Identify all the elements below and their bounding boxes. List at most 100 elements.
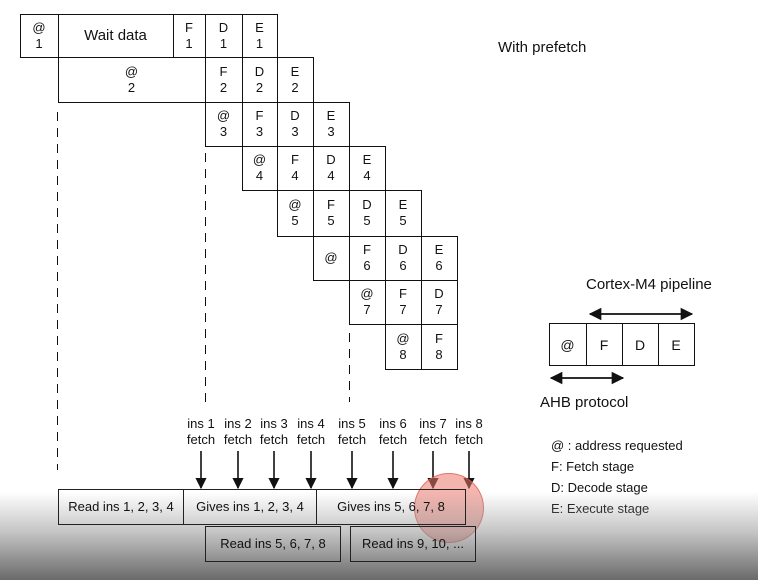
pipeline-cell-index: 1 [185, 35, 193, 51]
mini-pipeline-cell-1: @ [560, 336, 575, 353]
pipeline-cell-stage: D [218, 19, 229, 35]
pipeline-cell-index: 3 [219, 124, 228, 139]
pipeline-cell-stage: @ [396, 330, 410, 346]
pipeline-cell-index: 4 [327, 168, 335, 183]
pipeline-cell-index: 2 [291, 79, 299, 95]
pipeline-cell-stage: E [398, 197, 408, 212]
pipeline-cell-stage: @ [288, 197, 302, 212]
pipeline-cell-stage: F [363, 242, 371, 257]
legend-item-4: E: Execute stage [551, 501, 650, 516]
pipeline-cell-3-1: @3 [205, 102, 242, 146]
pipeline-cell-8-1: @8 [385, 324, 421, 369]
pipeline-cell-stage: @ [324, 250, 338, 265]
ins-fetch-word: fetch [296, 432, 326, 447]
ins-fetch-word: fetch [337, 432, 367, 447]
legend-item-2: F: Fetch stage [551, 459, 635, 474]
pipeline-cell-stage: F [327, 197, 335, 212]
ins-fetch-word: fetch [186, 432, 216, 447]
pipeline-cell-index: 7 [363, 302, 371, 317]
pipeline-cell-index: 4 [363, 168, 371, 183]
pipeline-cell-stage: @ [216, 108, 231, 123]
pipeline-cell-stage: @ [252, 152, 267, 167]
pipeline-cell-index: 4 [291, 168, 299, 183]
pipeline-cell-index: 7 [399, 302, 407, 317]
pipeline-cell-index: 4 [255, 168, 264, 183]
pipeline-cell-6-1: @ [313, 236, 349, 280]
pipeline-cell-stage: F [399, 286, 407, 301]
pipeline-cell-index: 5 [327, 213, 335, 228]
pipeline-cell-index: 3 [291, 124, 299, 139]
pipeline-cell-stage: D [362, 197, 372, 212]
ins-number: ins 4 [297, 416, 325, 431]
timeline-bottom-box-1: Read ins 5, 6, 7, 8 [205, 526, 341, 562]
ins-number: ins 2 [224, 416, 252, 431]
mini-pipeline-cell-3: D [634, 336, 646, 353]
pipeline-cell-index: 6 [363, 258, 371, 273]
pipeline-cell-5-1: @5 [277, 190, 313, 236]
pipeline-cell-stage: F [255, 108, 264, 123]
legend-item-1: @ : address requested [551, 438, 683, 453]
pipeline-cell-stage: F [435, 330, 443, 346]
pipeline-cell-stage: D [398, 242, 408, 257]
pipeline-cell-1-2: Wait data [58, 14, 173, 57]
ins-number: ins 5 [338, 416, 366, 431]
ins-number: ins 1 [187, 416, 215, 431]
pipeline-cell-2-1: @2 [58, 57, 205, 102]
pipeline-cell-index: 3 [327, 124, 335, 139]
ins-number: ins 3 [260, 416, 288, 431]
pipeline-cell-index: 1 [255, 35, 264, 51]
pipeline-cell-index: 7 [435, 302, 443, 317]
ins-number: ins 8 [455, 416, 483, 431]
timeline-top-box-3: Gives ins 5, 6, 7, 8 [316, 489, 466, 525]
pipeline-cell-stage: E [434, 242, 444, 257]
pipeline-cell-7-1: @7 [349, 280, 385, 324]
ins-fetch-word: fetch [454, 432, 484, 447]
ins-fetch-word: fetch [259, 432, 289, 447]
pipeline-cell-stage: F [185, 19, 193, 35]
ins-number: ins 6 [379, 416, 407, 431]
pipeline-cell-index: 1 [35, 35, 43, 51]
pipeline-cell-index: 3 [255, 124, 264, 139]
pipeline-cell-stage: E [290, 63, 300, 79]
pipeline-cell-stage: D [254, 63, 265, 79]
pipeline-cell-stage: @ [32, 19, 46, 35]
pipeline-cell-stage: @ [124, 63, 139, 79]
pipeline-cell-index: 1 [219, 35, 228, 51]
timeline-bottom-box-2: Read ins 9, 10, ... [350, 526, 476, 562]
pipeline-cell-index: 8 [435, 346, 443, 362]
pipeline-cell-index: 6 [399, 258, 407, 273]
ahb-protocol-label: AHB protocol [540, 394, 629, 411]
pipeline-cell-stage: D [434, 286, 444, 301]
pipeline-cell-index: 5 [399, 213, 407, 228]
pipeline-cell-index: 8 [399, 346, 407, 362]
ins-fetch-word: fetch [418, 432, 448, 447]
pipeline-cell-index: 2 [127, 79, 136, 95]
pipeline-cell-stage: F [219, 63, 228, 79]
pipeline-row-2-frame [58, 57, 314, 103]
pipeline-cell-index: 5 [363, 213, 371, 228]
